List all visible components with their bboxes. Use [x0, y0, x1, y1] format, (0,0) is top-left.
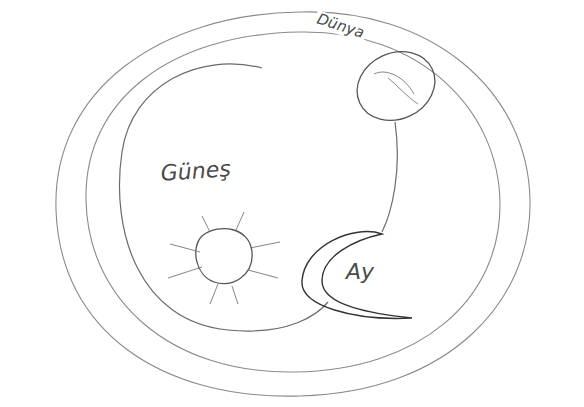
body-node: Dünya — [296, 4, 456, 129]
middle-orbit — [86, 32, 500, 372]
outer-orbit — [56, 12, 530, 396]
inner-orbit-right — [382, 122, 397, 232]
body-node: Ay — [294, 226, 419, 326]
body-node: Güneş — [140, 152, 290, 307]
body-label: Dünya — [313, 10, 368, 42]
body-label: Ay — [344, 260, 376, 284]
body-label: Güneş — [158, 157, 233, 186]
inner-orbit — [119, 64, 328, 331]
